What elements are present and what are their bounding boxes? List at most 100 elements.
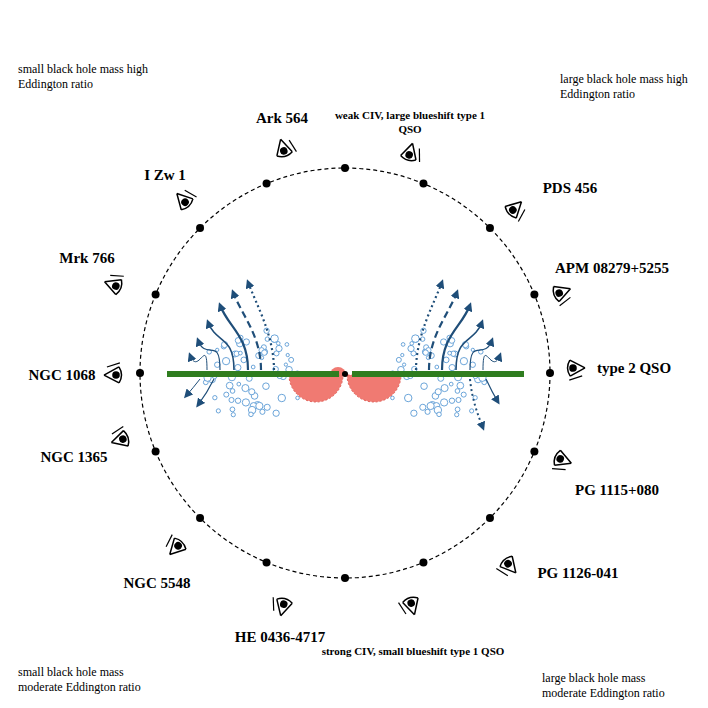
eye-pupil xyxy=(180,197,191,208)
object-label: NGC 1068 xyxy=(28,366,95,385)
eye-lid xyxy=(273,597,293,618)
cloud-blob xyxy=(222,357,229,364)
cloud-blob xyxy=(238,351,242,355)
cloud-blob xyxy=(241,357,247,363)
cloud-blob xyxy=(284,363,287,366)
eye-icon xyxy=(567,360,585,380)
eye-icon xyxy=(551,449,575,474)
cloud-blob xyxy=(411,410,417,416)
eye-pupil xyxy=(118,434,127,443)
cloud-blob xyxy=(435,389,441,395)
angle-dot xyxy=(546,369,554,377)
eye-brow xyxy=(270,597,277,611)
object-label: I Zw 1 xyxy=(144,166,186,185)
eye-icon xyxy=(273,136,297,158)
cloud-blob xyxy=(449,398,454,403)
eye-lid xyxy=(552,449,574,470)
cloud-blob xyxy=(402,363,405,366)
eye-pupil xyxy=(507,205,518,216)
object-label: NGC 1365 xyxy=(40,448,107,467)
eye-brow xyxy=(111,427,125,435)
angle-dot xyxy=(530,447,538,455)
cloud-blob xyxy=(455,407,460,412)
eye-brow xyxy=(110,272,124,280)
outflow-arrow xyxy=(198,379,214,405)
cloud-blob xyxy=(289,357,294,362)
angle-dot xyxy=(530,291,538,299)
quadrant-note: large black hole mass moderate Eddington… xyxy=(542,671,692,701)
cloud-blob xyxy=(264,404,270,410)
cloud-blob xyxy=(260,409,265,414)
eye-brow xyxy=(185,187,197,199)
eye-icon xyxy=(161,534,188,560)
object-label: PDS 456 xyxy=(543,179,598,198)
cloud-blob xyxy=(235,398,240,403)
cloud-blob xyxy=(273,410,279,416)
eye-lid xyxy=(104,367,122,383)
cloud-blob xyxy=(456,397,461,402)
cloud-blob xyxy=(435,365,439,369)
cloud-blob xyxy=(226,382,233,389)
eye-pupil xyxy=(173,540,184,551)
cloud-blob xyxy=(229,397,234,402)
cloud-blob xyxy=(262,349,268,355)
eye-pupil xyxy=(555,454,565,464)
quadrant-note: small black hole mass high Eddington rat… xyxy=(18,62,148,92)
accretion-disk xyxy=(352,371,524,377)
angle-dot xyxy=(486,514,494,522)
cloud-blob xyxy=(457,382,464,389)
cloud-blob xyxy=(437,412,442,417)
object-label: strong CIV, small blueshift type 1 QSO xyxy=(321,645,506,659)
cloud-blob xyxy=(249,389,255,395)
eye-lid xyxy=(551,281,573,302)
cloud-blob xyxy=(262,350,268,356)
eye-pupil xyxy=(111,281,121,291)
outflow-arrow xyxy=(190,355,207,370)
cloud-blob xyxy=(286,353,289,356)
eye-brow xyxy=(552,465,566,474)
cloud-blob xyxy=(256,402,263,409)
angle-dots xyxy=(136,164,554,582)
black-hole xyxy=(342,371,348,377)
eye-lid xyxy=(567,360,585,376)
eye-pupil xyxy=(554,288,564,298)
eye-icon xyxy=(400,141,424,163)
eye-icon xyxy=(503,196,529,223)
cloud-blob xyxy=(460,357,467,364)
cloud-blob xyxy=(278,394,285,401)
object-label: APM 08279+5255 xyxy=(555,259,669,278)
cloud-blob xyxy=(422,349,428,355)
eye-lid xyxy=(402,596,422,617)
eye-icon xyxy=(108,426,130,450)
outflow-arrow xyxy=(486,379,498,402)
eye-lid xyxy=(400,141,420,162)
outflow-arrow xyxy=(483,355,500,370)
cloud-blob xyxy=(396,357,401,362)
cloud-blob xyxy=(449,382,453,386)
eye-icon xyxy=(171,185,198,211)
cloud-blob xyxy=(230,407,235,412)
object-label: Ark 564 xyxy=(256,109,308,128)
cloud-blob xyxy=(271,335,279,343)
eye-lid xyxy=(498,554,522,578)
eye-brow xyxy=(558,297,572,305)
eye-icon xyxy=(104,363,122,383)
outflow-arrow xyxy=(470,340,492,370)
outflow-arrow xyxy=(186,379,200,396)
cloud-blob xyxy=(276,345,282,351)
eye-brow xyxy=(416,149,424,163)
angle-dot xyxy=(136,369,144,377)
cloud-blob xyxy=(285,343,289,347)
cloud-blob xyxy=(401,353,404,356)
cloud-blob xyxy=(470,409,474,413)
cloud-blob xyxy=(455,413,459,417)
cloud-blob xyxy=(441,385,448,392)
outflow-arrow xyxy=(470,379,483,428)
cloud-blob xyxy=(213,396,217,400)
inner-disk-half xyxy=(347,375,401,402)
observer-eyes xyxy=(102,136,586,618)
cloud-blob xyxy=(404,394,411,401)
object-label: type 2 QSO xyxy=(597,359,671,378)
object-label: HE 0436-4717 xyxy=(235,628,325,647)
